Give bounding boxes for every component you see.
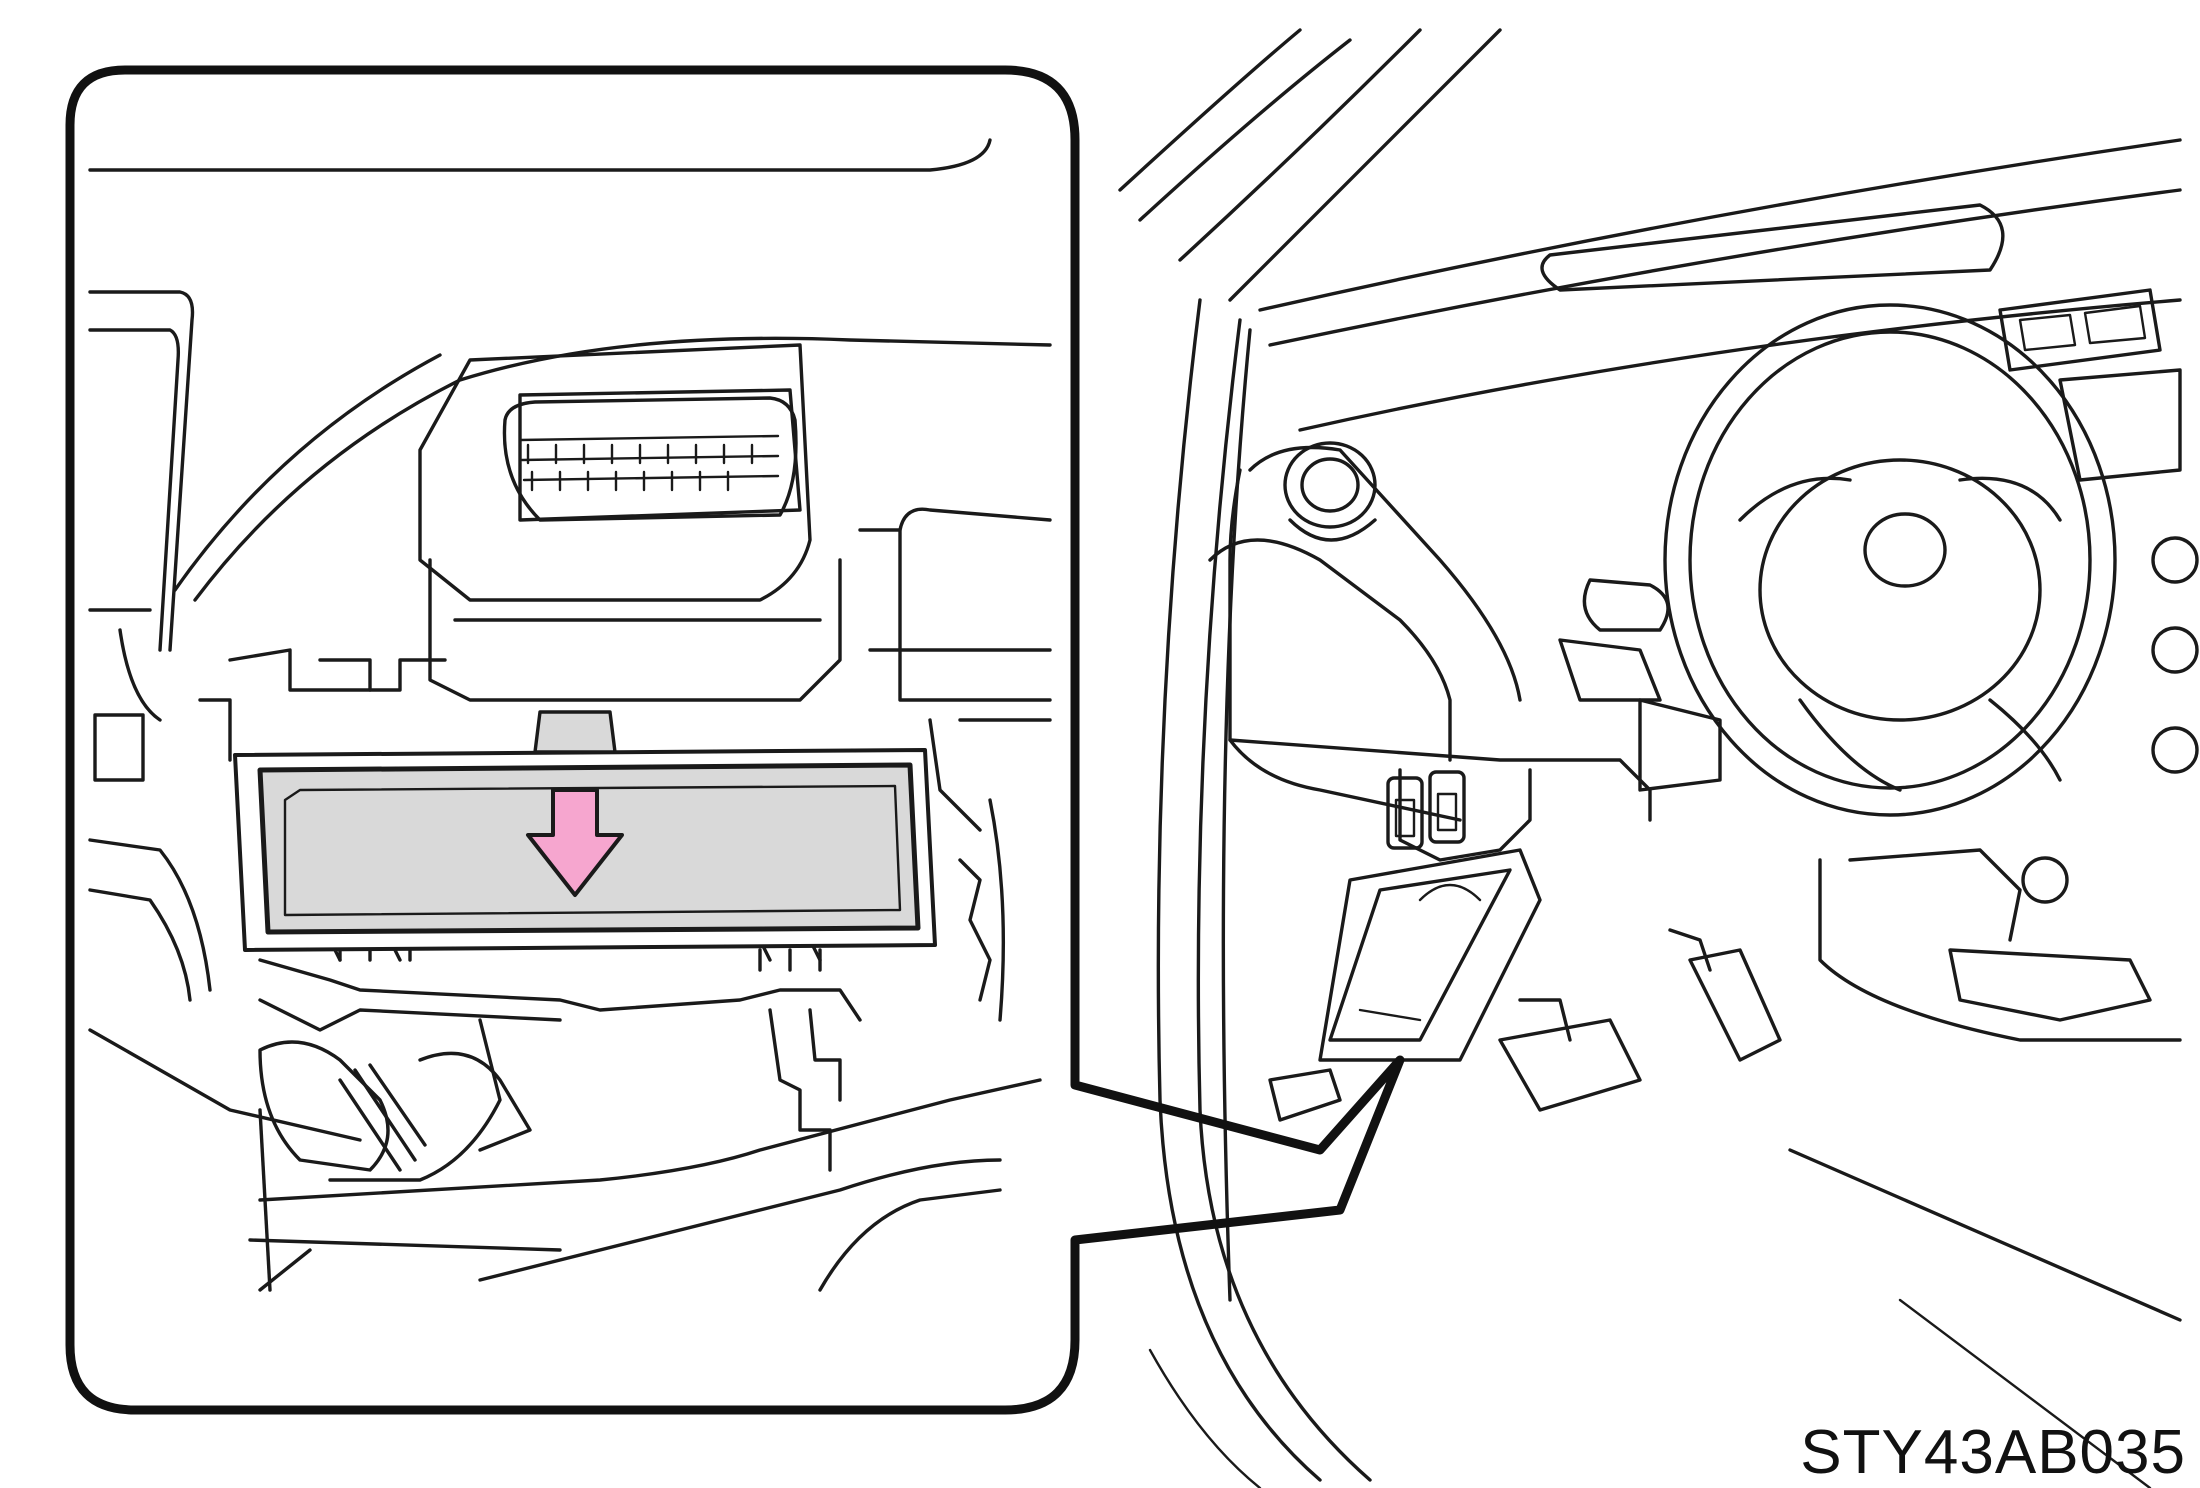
detail-callout [65, 65, 1405, 1415]
callout-frame [65, 65, 1405, 1415]
figure-code: STY43AB035 [1800, 1418, 2186, 1487]
pull-down-arrow-icon [526, 788, 624, 897]
fuse-box-cover [233, 710, 937, 952]
diagnostic-connector-pins [526, 443, 754, 492]
car-interior-overview [1118, 28, 2199, 1488]
detail-dashboard-underside [88, 138, 1052, 1292]
